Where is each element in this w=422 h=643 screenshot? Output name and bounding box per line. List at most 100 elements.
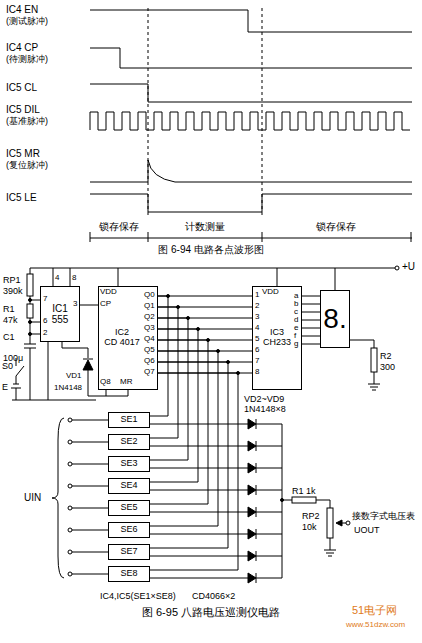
part-label: C1 (3, 333, 15, 343)
output-wire (150, 485, 282, 495)
part-label: R1 (292, 487, 304, 497)
part-label: CP (100, 300, 111, 308)
part-label: Q3 (144, 324, 155, 332)
input-wire (72, 464, 108, 465)
part-label: IC4,IC5(SE1×SE8) (100, 592, 176, 602)
part-label: 5 (255, 335, 259, 343)
signal-label: 计数测量 (185, 221, 225, 232)
signal-wire (302, 336, 320, 337)
figure-caption: 图 6-95 八路电压巡测仪电路 (142, 606, 280, 618)
output-wire (150, 441, 282, 451)
node-text: IC1 (52, 303, 68, 314)
output-wire (150, 463, 282, 473)
signal-label: (待测脉冲) (6, 55, 48, 65)
part-label: 10k (302, 523, 317, 533)
wire-stroke (350, 340, 380, 390)
part-label: Q7 (144, 368, 155, 376)
input-wire (72, 486, 108, 487)
signal-wire (150, 351, 218, 526)
part-label: R1 (3, 305, 15, 315)
wire-stroke (281, 499, 284, 502)
wire-stroke (29, 321, 32, 324)
signal-wire (150, 340, 208, 504)
part-label: RP2 (302, 512, 320, 522)
part-label: 3 (73, 300, 77, 308)
wire-stroke (395, 266, 399, 270)
part-label: 4 (255, 324, 259, 332)
wire-stroke (371, 348, 377, 372)
signal-wire (302, 312, 320, 313)
node-text: SE8 (120, 569, 137, 579)
signal-wire (302, 320, 320, 321)
signal-label: 锁存保存 (316, 221, 356, 232)
part-label: 7 (43, 295, 47, 303)
signal-wire (150, 373, 238, 570)
part-label: a (294, 292, 298, 300)
wire-stroke (148, 8, 262, 218)
part-label: 300 (380, 363, 395, 373)
wire-stroke (292, 497, 316, 503)
diode-symbol (248, 441, 256, 451)
wire-stroke (24, 344, 36, 348)
input-terminal (68, 550, 72, 554)
part-label: g (294, 340, 298, 348)
part-label: c (294, 308, 298, 316)
diode-symbol (248, 463, 256, 473)
input-wire (72, 530, 108, 531)
input-terminal (68, 418, 72, 422)
analog-switch: SE3 (108, 456, 150, 472)
part-label: 4 (55, 274, 59, 282)
signal-wire (302, 344, 320, 345)
wire-stroke (83, 359, 93, 360)
signal-label: 图 6-94 电路各点波形图 (158, 244, 264, 255)
node-text: SE2 (120, 437, 137, 447)
signal-label: IC5 CL (6, 82, 37, 93)
part-label: 7 (255, 357, 259, 365)
part-label: 6 (43, 317, 47, 325)
output-wire (150, 573, 282, 583)
wire-stroke (346, 521, 350, 525)
input-terminal (68, 484, 72, 488)
part-label: f (294, 332, 296, 340)
part-label: 1N4148 (54, 384, 82, 392)
signal-label: IC5 DIL (6, 104, 40, 115)
node-text: IC3 (270, 328, 284, 338)
part-label: Q1 (144, 302, 155, 310)
part-label: VD1 (66, 372, 82, 380)
wire-stroke (282, 424, 336, 578)
part-label: 2 (255, 302, 259, 310)
input-terminal (68, 572, 72, 576)
wire-stroke (12, 342, 96, 400)
wire-stroke (52, 418, 64, 578)
part-label: VDD (262, 288, 279, 296)
signal-wire (80, 305, 98, 306)
part-label: Q2 (144, 313, 155, 321)
signal-wire (302, 328, 320, 329)
part-label: 8 (72, 274, 76, 282)
node-text: 8. (323, 304, 346, 335)
input-terminal (68, 506, 72, 510)
part-label: b (294, 300, 298, 308)
diode-symbol (248, 507, 256, 517)
analog-switch: SE4 (108, 478, 150, 494)
part-label: e (294, 324, 298, 332)
wire-stroke (29, 299, 32, 302)
part-label: RP1 (3, 276, 21, 286)
signal-wire (302, 296, 320, 297)
node-text: SE3 (120, 459, 137, 469)
part-label: 1k (306, 487, 316, 497)
part-label: VD2~VD9 (244, 395, 284, 405)
signal-label: IC5 MR (6, 148, 40, 159)
signal-label: (复位脉冲) (6, 161, 48, 171)
diode-symbol (248, 485, 256, 495)
part-label: 8 (255, 368, 259, 376)
analog-switch: SE5 (108, 500, 150, 516)
node-text: IC2 (115, 328, 129, 338)
part-label: 51电子网 (352, 604, 397, 616)
part-label: 3 (255, 313, 259, 321)
clock-wave (90, 112, 410, 130)
wire-stroke (27, 274, 33, 296)
node-text: SE5 (120, 503, 137, 513)
input-wire (72, 442, 108, 443)
part-label: S0 (2, 362, 13, 372)
